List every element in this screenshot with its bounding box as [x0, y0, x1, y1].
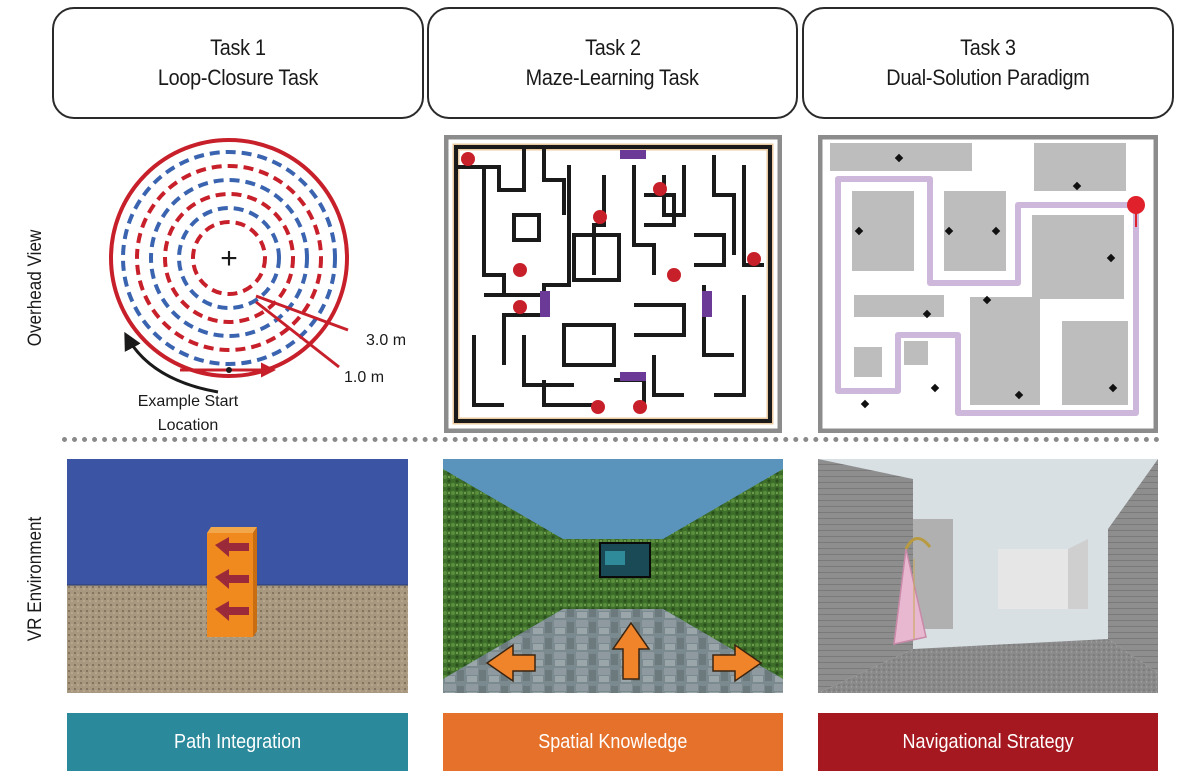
direction-arrow: [124, 331, 219, 394]
blue-dashed-loop-1: [121, 150, 337, 366]
red-dashed-loop-2: [163, 192, 295, 324]
task-1-header: Task 1 Loop-Closure Task: [52, 7, 424, 119]
task-1-subtitle: Loop-Closure Task: [157, 65, 319, 90]
task-1-title: Task 1: [210, 35, 266, 60]
arrow-up-icon: [611, 621, 651, 680]
blue-dashed-loop-3: [177, 206, 281, 310]
start-dot: [226, 367, 232, 373]
vr-task-1-scene: [67, 459, 408, 693]
map-start-marker: [1127, 196, 1145, 227]
task-2-subtitle: Maze-Learning Task: [525, 65, 700, 90]
task-3-header: Task 3 Dual-Solution Paradigm: [802, 7, 1174, 119]
orange-pillar: [207, 527, 257, 637]
outcome-navigational-strategy: Navigational Strategy: [818, 713, 1158, 771]
label-1m: 1.0 m: [344, 369, 384, 386]
start-label-line2: Location: [158, 417, 219, 434]
task-2-header: Task 2 Maze-Learning Task: [427, 7, 798, 119]
maze-goals: [461, 152, 761, 414]
blue-dashed-loop-2: [149, 178, 309, 338]
vr-task-2-scene: [443, 459, 783, 693]
vr-task-3-scene: [818, 459, 1158, 693]
outcome-path-integration: Path Integration: [67, 713, 408, 771]
maze-overhead: [444, 135, 782, 433]
outcome-spatial-knowledge: Spatial Knowledge: [443, 713, 783, 771]
start-label-line1: Example Start: [138, 393, 239, 410]
task-2-title: Task 2: [584, 35, 641, 60]
row-separator: [62, 437, 1160, 442]
map-route: [835, 176, 1139, 416]
row-label-vr: VR Environment: [25, 516, 46, 642]
outer-red-loop: [109, 138, 349, 378]
loop-circles: [109, 138, 349, 378]
red-dashed-loop-1: [135, 164, 323, 352]
pointer-1m: [255, 300, 340, 369]
maze-doors: [540, 150, 712, 381]
center-cross: +: [220, 242, 238, 275]
outcome-path-integration-label: Path Integration: [173, 730, 302, 753]
row-label-overhead: Overhead View: [25, 229, 46, 347]
arrow-left-icon: [485, 643, 536, 683]
loop-closure-diagram: + 3.0 m 1.0 m Example Start Location: [109, 138, 406, 434]
red-dashed-loop-3: [191, 220, 267, 296]
outcome-navigational-strategy-label: Navigational Strategy: [902, 730, 1074, 753]
navigation-arrows: [485, 621, 763, 683]
label-3m: 3.0 m: [366, 332, 406, 349]
outcome-spatial-knowledge-label: Spatial Knowledge: [538, 730, 688, 753]
arrow-right-icon: [712, 643, 763, 683]
dual-solution-map: [818, 135, 1158, 433]
harp-landmark: [893, 537, 932, 645]
task-3-title: Task 3: [960, 35, 1016, 60]
maze-frame: [444, 135, 782, 433]
task-3-subtitle: Dual-Solution Paradigm: [886, 65, 1090, 90]
pointer-3m: [255, 294, 349, 332]
